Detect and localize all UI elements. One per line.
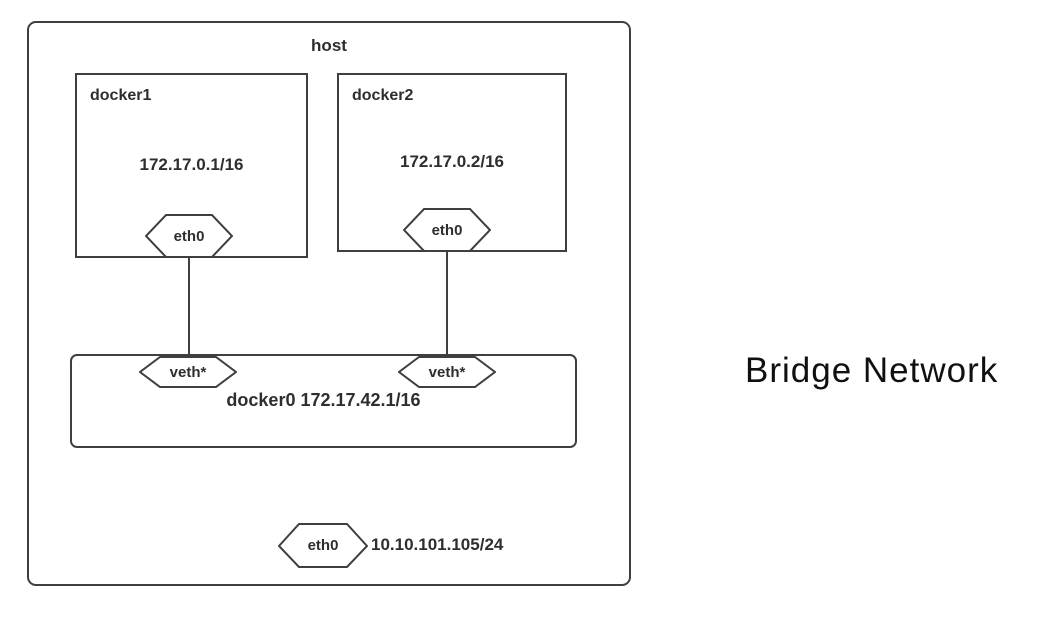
container-name-docker2: docker2 (352, 87, 414, 104)
hexagon-shape-icon (398, 356, 496, 388)
eth0-port-label-docker1: eth0 (173, 227, 205, 245)
veth-port-label-2: veth* (428, 363, 466, 381)
hexagon-shape-icon (139, 356, 237, 388)
connection-line-docker2-to-bridge (446, 250, 448, 357)
eth0-port-label-docker2: eth0 (431, 221, 463, 239)
hexagon-shape-icon (403, 208, 491, 252)
container-ip-docker1: 172.17.0.1/16 (139, 155, 244, 174)
host-ip-label: 10.10.101.105/24 (371, 535, 504, 554)
veth-port-hexagon-1: veth* (139, 356, 237, 388)
host-eth0-hexagon: eth0 (278, 523, 368, 568)
host-label: host (311, 36, 347, 55)
hexagon-shape-icon (278, 523, 368, 568)
diagram-title: Bridge Network (745, 351, 999, 390)
hexagon-shape-icon (145, 214, 233, 258)
container-name-docker1: docker1 (90, 87, 152, 104)
host-eth0-label: eth0 (307, 537, 339, 554)
bridge-label: docker0 172.17.42.1/16 (226, 390, 421, 410)
eth0-port-hexagon-docker2: eth0 (403, 208, 491, 252)
veth-port-hexagon-2: veth* (398, 356, 496, 388)
eth0-port-hexagon-docker1: eth0 (145, 214, 233, 258)
connection-line-docker1-to-bridge (188, 256, 190, 357)
veth-port-label-1: veth* (169, 363, 207, 381)
container-ip-docker2: 172.17.0.2/16 (400, 152, 504, 171)
